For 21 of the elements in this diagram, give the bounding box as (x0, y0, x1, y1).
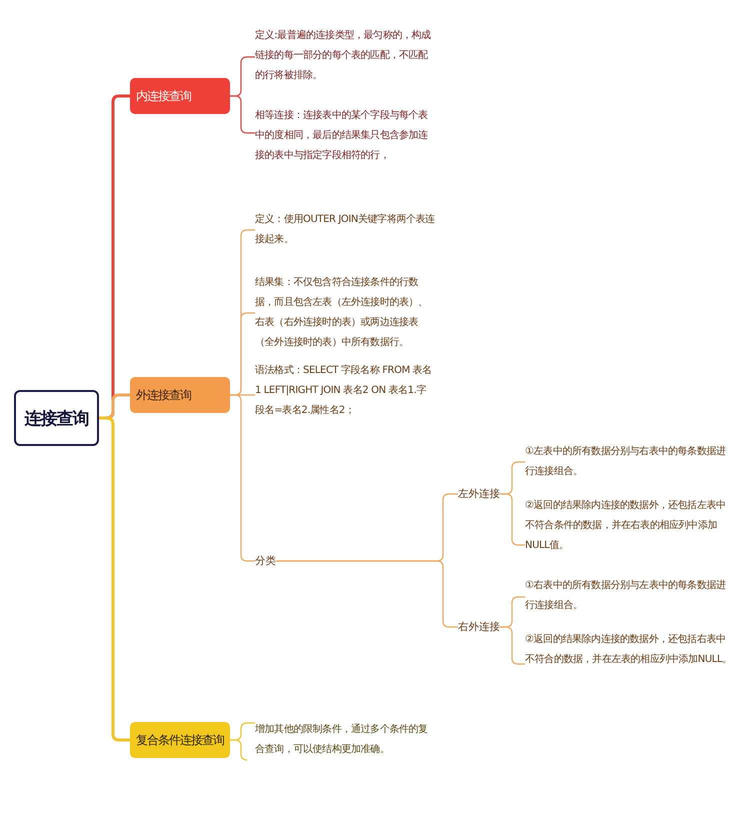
topic-box: 复合条件连接查询 (130, 722, 230, 758)
note-text: 增加其他的限制条件，通过多个条件的复合查询，可以使结构更加准确。 (255, 720, 435, 760)
branch-line (230, 95, 255, 134)
subtopic-label: 右外连接 (458, 617, 500, 637)
note-text: ②返回的结果除内连接的数据外，还包括左表中不符合条件的数据，并在右表的相应列中添加NULL值。 (525, 496, 735, 556)
note-text: 语法格式：SELECT 字段名称 FROM 表名1 LEFT|RIGHT JOIN 表名2 ON 表名1.字段名=表名2.属性名2； (255, 361, 435, 421)
topic-box: 外连接查询 (130, 377, 230, 413)
branch-line (229, 722, 256, 761)
note-text: 定义：使用OUTER JOIN关键字将两个表连接起来。 (255, 210, 435, 250)
note-text: ②返回的结果除内连接的数据外，还包括右表中不符合的数据，并在左表的相应列中添加NULL。 (525, 630, 735, 670)
note-text: ①右表中的所有数据分别与左表中的每条数据进行连接组合。 (525, 576, 735, 616)
root-topic-box: 连接查询 (14, 390, 99, 446)
branch-line (276, 560, 458, 628)
note-text: ①左表中的所有数据分别与右表中的每条数据进行连接组合。 (525, 442, 735, 482)
note-text: 定义:最普遍的连接类型，最匀称的，构成链接的每一部分的每个表的匹配，不匹配的行将被排除。 (255, 26, 435, 86)
note-text: 相等连接：连接表中的某个字段与每个表中的度相同，最后的结果集只包含参加连接的表中与指定字段相符的行， (255, 106, 435, 166)
note-text: 结果集：不仅包含符合连接条件的行数据，而且包含左表（左外连接时的表）、右表（右外连接时的表）或两边连接表（全外连接时的表）中所有数据行。 (255, 273, 435, 353)
subtopic-label: 左外连接 (458, 484, 500, 504)
subtopic-label: 分类 (255, 551, 276, 571)
topic-box: 内连接查询 (130, 78, 230, 114)
branch-line (230, 394, 255, 562)
